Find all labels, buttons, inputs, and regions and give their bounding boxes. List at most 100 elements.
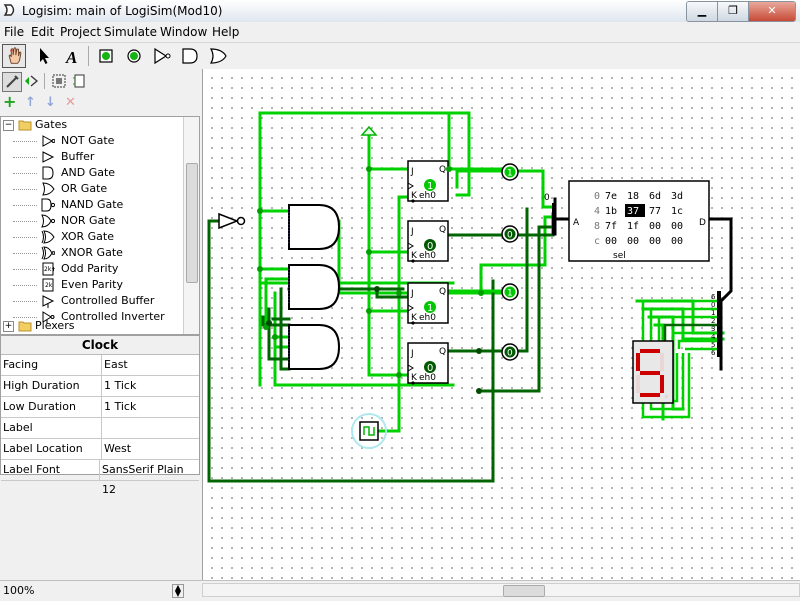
ff-q-label: Q bbox=[439, 347, 446, 357]
attribute-key: Low Duration bbox=[1, 397, 102, 417]
canvas-horizontal-scrollbar[interactable] bbox=[202, 583, 800, 597]
input-pin-icon[interactable] bbox=[94, 44, 118, 68]
input-pin-triangle-icon[interactable] bbox=[360, 125, 378, 136]
zoom-spinner-icon[interactable]: ▲▼ bbox=[172, 584, 184, 598]
rom-address: 4 bbox=[594, 206, 600, 217]
attribute-value[interactable]: 1 Tick bbox=[104, 379, 137, 392]
display-segment bbox=[660, 375, 664, 393]
tree-connector bbox=[13, 157, 37, 158]
tree-item[interactable]: OR Gate bbox=[13, 181, 107, 197]
menu-window[interactable]: Window bbox=[160, 25, 208, 39]
tree-item-label: XOR Gate bbox=[61, 230, 114, 243]
and-gate-1[interactable] bbox=[288, 204, 341, 250]
tree-item[interactable]: Controlled Inverter bbox=[13, 309, 165, 325]
attribute-value[interactable] bbox=[102, 418, 104, 438]
maximize-button[interactable]: ❐ bbox=[718, 2, 749, 21]
menu-edit[interactable]: Edit bbox=[31, 25, 55, 39]
collapse-toggle-icon[interactable]: − bbox=[3, 119, 14, 131]
close-button[interactable]: ✕ bbox=[749, 2, 795, 21]
attribute-value[interactable]: East bbox=[104, 358, 128, 371]
tree-scrollbar[interactable] bbox=[183, 117, 199, 334]
tree-item[interactable]: XNOR Gate bbox=[13, 245, 123, 261]
zoom-level: 100% bbox=[3, 584, 35, 597]
menu-simulate[interactable]: Simulate bbox=[104, 25, 158, 39]
hscroll-thumb[interactable] bbox=[503, 585, 545, 597]
ff-label: eh0 bbox=[419, 313, 436, 323]
text-tool-icon[interactable]: A bbox=[60, 44, 84, 68]
hand-poke-tool-icon[interactable] bbox=[2, 44, 26, 68]
tree-item[interactable]: XOR Gate bbox=[13, 229, 114, 245]
add-circuit-button[interactable]: + bbox=[3, 92, 17, 111]
move-up-button[interactable]: ↑ bbox=[25, 95, 36, 110]
attribute-value[interactable]: 1 Tick bbox=[104, 400, 137, 413]
output-pin-value: 1 bbox=[507, 289, 513, 299]
not-gate-icon bbox=[42, 135, 56, 147]
tree-item[interactable]: NOR Gate bbox=[13, 213, 115, 229]
not-gate[interactable] bbox=[218, 212, 246, 230]
tree-item[interactable]: Buffer bbox=[13, 149, 95, 165]
logisim-app-icon bbox=[3, 4, 15, 16]
tree-item[interactable]: Controlled Buffer bbox=[13, 293, 154, 309]
menu-project[interactable]: Project bbox=[60, 25, 102, 39]
attribute-row[interactable]: Label bbox=[1, 418, 199, 439]
and-gate-3[interactable] bbox=[288, 324, 341, 370]
output-pin[interactable]: 1 bbox=[501, 163, 519, 181]
tree-folder-plexers[interactable]: + Plexers bbox=[3, 318, 74, 334]
nor-gate-icon bbox=[41, 214, 56, 228]
tree-item-label: Buffer bbox=[61, 150, 95, 163]
project-tool-3-icon[interactable] bbox=[50, 72, 68, 90]
project-tool-4-icon[interactable] bbox=[70, 72, 88, 90]
attribute-value[interactable]: West bbox=[104, 442, 132, 455]
tree-item-label: NOT Gate bbox=[61, 134, 115, 147]
output-pin-icon[interactable] bbox=[122, 44, 146, 68]
display-segment bbox=[660, 353, 664, 371]
tree-item[interactable]: 2k+1Odd Parity bbox=[13, 261, 118, 277]
and-gate-2[interactable] bbox=[288, 264, 341, 310]
splitter-address[interactable]: 0 bbox=[544, 193, 556, 235]
output-pin[interactable]: 0 bbox=[501, 343, 519, 361]
tree-folder-gates[interactable]: − Gates bbox=[3, 117, 67, 133]
menu-help[interactable]: Help bbox=[212, 25, 240, 39]
select-arrow-icon[interactable] bbox=[32, 44, 56, 68]
menu-bar: File Edit Project Simulate Window Help bbox=[0, 22, 800, 43]
expand-toggle-icon[interactable]: + bbox=[3, 320, 14, 332]
or-gate-icon[interactable] bbox=[206, 44, 230, 68]
and-gate-icon[interactable] bbox=[178, 44, 202, 68]
attribute-value[interactable]: SansSerif Plain 12 bbox=[101, 463, 184, 496]
seven-segment-display[interactable] bbox=[632, 340, 674, 404]
output-pin[interactable]: 0 bbox=[501, 225, 519, 243]
rom-cell: 1b bbox=[605, 206, 617, 217]
tree-item[interactable]: AND Gate bbox=[13, 165, 115, 181]
edit-circuit-appearance-icon[interactable] bbox=[2, 72, 22, 92]
tree-scroll-thumb[interactable] bbox=[186, 163, 198, 283]
not-gate-icon[interactable] bbox=[150, 44, 174, 68]
output-pin[interactable]: 1 bbox=[501, 283, 519, 301]
tree-connector bbox=[13, 301, 37, 302]
tree-item[interactable]: NOT Gate bbox=[13, 133, 115, 149]
move-down-button[interactable]: ↓ bbox=[45, 95, 56, 110]
tree-item[interactable]: NAND Gate bbox=[13, 197, 123, 213]
delete-circuit-button[interactable]: ✕ bbox=[65, 95, 76, 110]
toggle-layout-icon[interactable] bbox=[22, 72, 40, 90]
clock-component[interactable] bbox=[351, 413, 387, 449]
minimize-button[interactable]: ▁ bbox=[687, 2, 718, 21]
folder-icon bbox=[18, 321, 31, 332]
rom-cell: 7f bbox=[605, 221, 617, 232]
rom-cell: 00 bbox=[627, 236, 639, 247]
output-pin-value: 0 bbox=[507, 231, 513, 241]
menu-file[interactable]: File bbox=[4, 25, 25, 39]
